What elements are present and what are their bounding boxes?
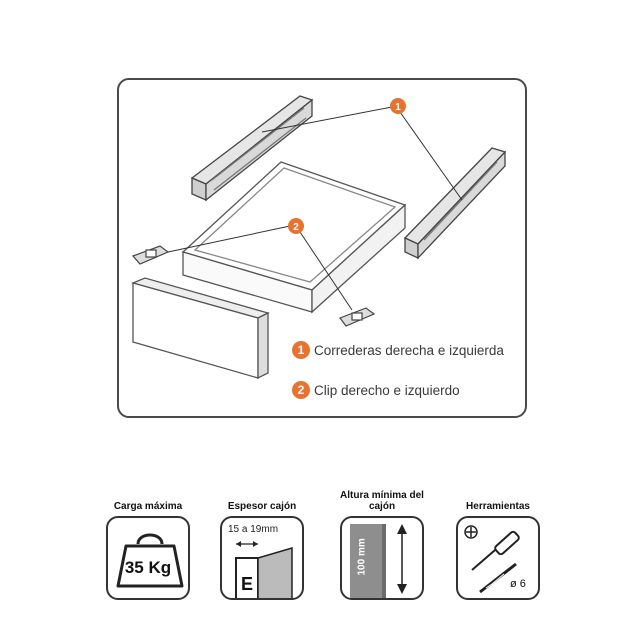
- screwdriver-icon: [471, 530, 520, 571]
- phillips-head-icon: [464, 525, 478, 539]
- legend-text-2: Clip derecho e izquierdo: [314, 382, 460, 398]
- left-clip: [131, 245, 170, 265]
- spec-value-min-height: 100 mm: [356, 538, 368, 576]
- legend-item-clips: 2 Clip derecho e izquierdo: [292, 381, 460, 399]
- spec-box-min-height: 100 mm: [340, 516, 424, 600]
- spec-box-max-load: 35 Kg: [106, 516, 190, 600]
- spec-label-min-height: Altura mínima del cajón: [340, 490, 424, 512]
- callout-1: 1: [390, 98, 406, 114]
- left-slide-rail: [190, 95, 314, 202]
- tools-icon: [464, 525, 520, 594]
- svg-text:E: E: [241, 574, 253, 594]
- right-slide-rail: [403, 147, 507, 260]
- spec-box-thickness: 15 a 19mm E: [220, 516, 304, 600]
- drawer-front-panel: [131, 277, 270, 380]
- thickness-icon: E: [235, 541, 293, 598]
- assembly-diagram: 1 2: [131, 95, 507, 380]
- legend-number-1: 1: [292, 341, 310, 359]
- spec-max-load: Carga máxima 35 Kg: [93, 488, 203, 600]
- spec-value-max-load: 35 Kg: [124, 558, 172, 577]
- spec-label-tools: Herramientas: [466, 501, 530, 512]
- spec-value-tools: ø 6: [510, 578, 526, 590]
- legend-number-2: 2: [292, 381, 310, 399]
- legend-text-1: Correderas derecha e izquierda: [314, 342, 504, 358]
- weight-icon: [116, 533, 184, 588]
- svg-text:1: 1: [395, 102, 401, 113]
- callout-leader-lines: [167, 106, 463, 311]
- spec-value-thickness: 15 a 19mm: [228, 524, 279, 535]
- spec-min-height: Altura mínima del cajón 100 mm: [327, 488, 437, 600]
- legend-item-slides: 1 Correderas derecha e izquierda: [292, 341, 504, 359]
- callout-2: 2: [288, 218, 304, 234]
- height-icon: [350, 524, 407, 598]
- svg-text:2: 2: [293, 222, 299, 233]
- drill-bit-icon: [479, 562, 517, 594]
- spec-tools: Herramientas ø 6: [443, 488, 553, 600]
- spec-thickness: Espesor cajón 15 a 19mm E: [207, 488, 317, 600]
- right-clip: [339, 307, 376, 327]
- spec-label-max-load: Carga máxima: [113, 501, 183, 512]
- spec-label-thickness: Espesor cajón: [227, 501, 297, 512]
- spec-box-tools: ø 6: [456, 516, 540, 600]
